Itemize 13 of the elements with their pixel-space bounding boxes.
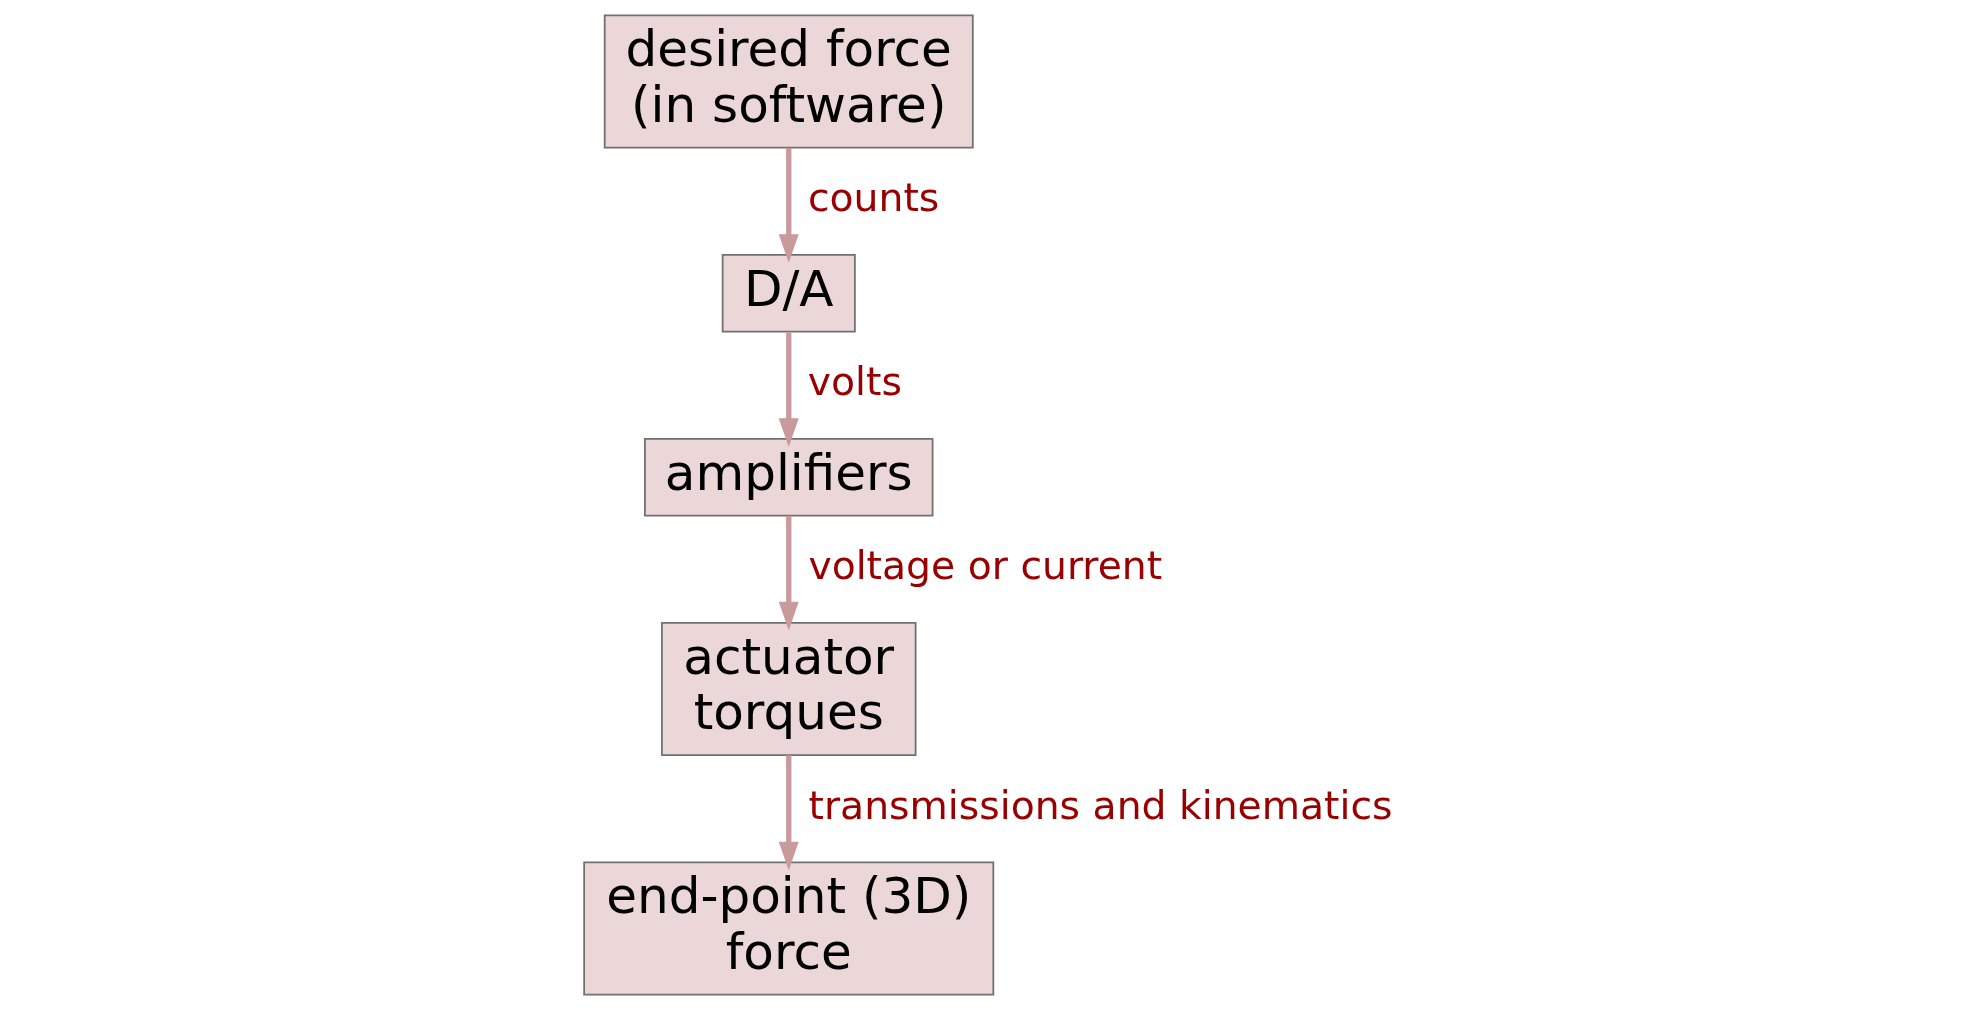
edge-label: transmissions and kinematics — [808, 782, 1393, 828]
edge-label: voltage or current — [808, 543, 1163, 589]
edge-label: counts — [807, 175, 940, 221]
node-box: amplifiers — [644, 438, 934, 517]
node-box: end-point (3D) force — [583, 861, 995, 996]
edge-label: volts — [807, 359, 902, 405]
node-box: actuator torques — [661, 622, 917, 757]
arrow — [778, 515, 799, 631]
node-box: desired force (in software) — [603, 14, 974, 149]
arrow — [778, 755, 799, 871]
node-box: D/A — [721, 253, 856, 333]
arrow — [778, 148, 799, 263]
arrow — [778, 332, 799, 447]
